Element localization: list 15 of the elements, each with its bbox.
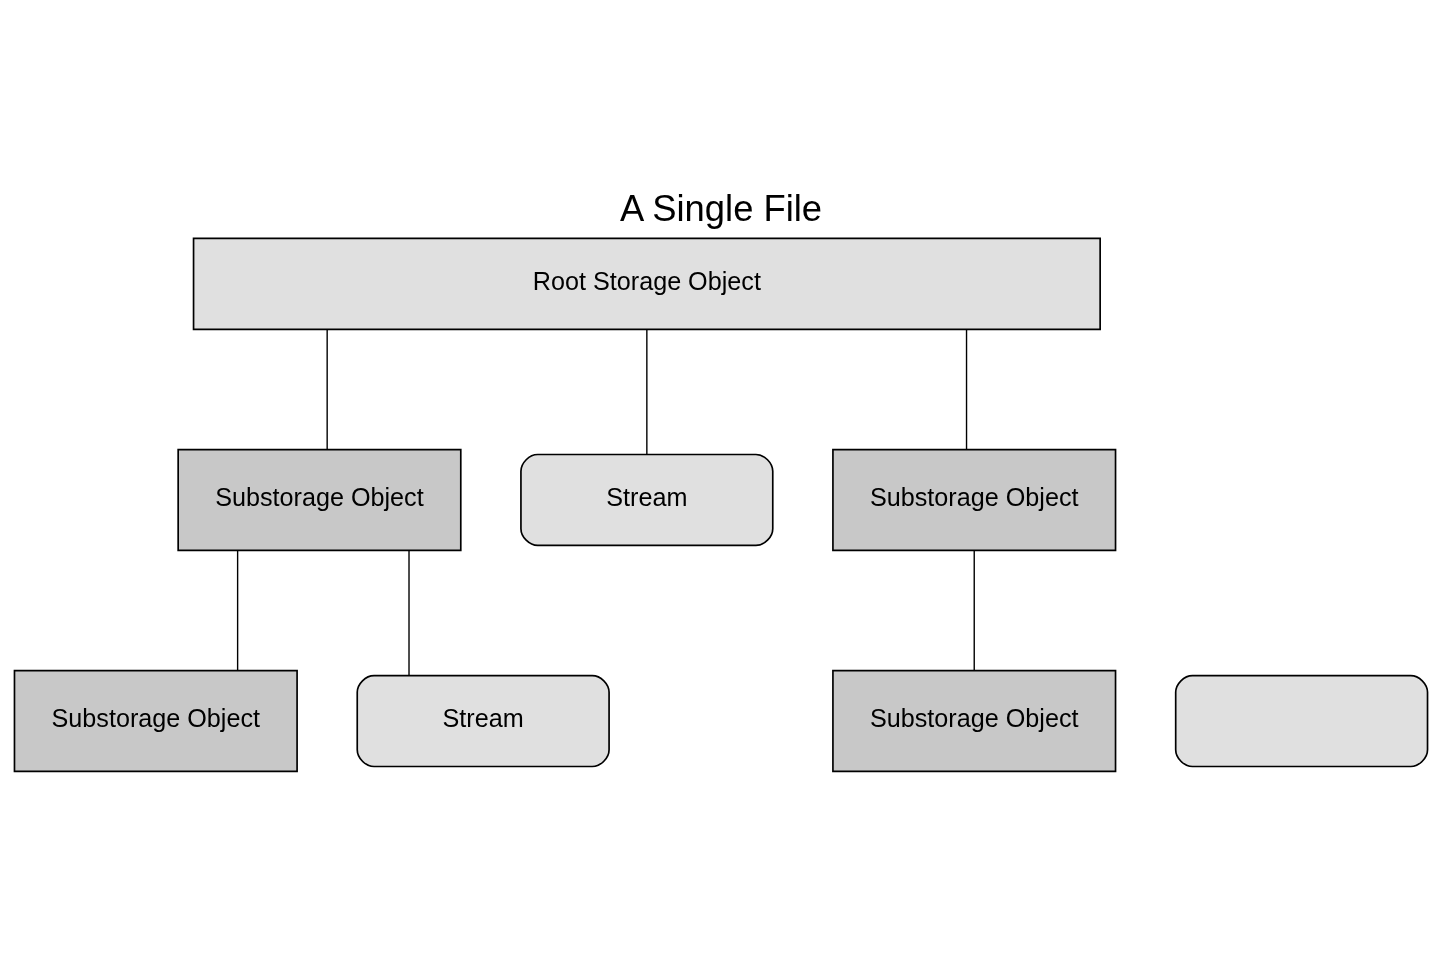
connector bbox=[646, 328, 648, 455]
node-box: Substorage Object bbox=[177, 448, 462, 551]
node-box: Substorage Object bbox=[832, 669, 1117, 772]
connector bbox=[965, 328, 968, 450]
node-box: Root Storage Object bbox=[192, 237, 1101, 330]
node-box: Stream bbox=[520, 453, 774, 546]
connector bbox=[973, 549, 975, 671]
connector bbox=[408, 549, 410, 676]
connector bbox=[236, 549, 239, 671]
diagram-title: A Single File bbox=[619, 187, 823, 229]
node-box: Stream bbox=[356, 674, 610, 767]
node-box: Substorage Object bbox=[13, 669, 298, 772]
node-box bbox=[1174, 674, 1429, 767]
node-box: Substorage Object bbox=[832, 448, 1117, 551]
connector bbox=[326, 328, 328, 450]
